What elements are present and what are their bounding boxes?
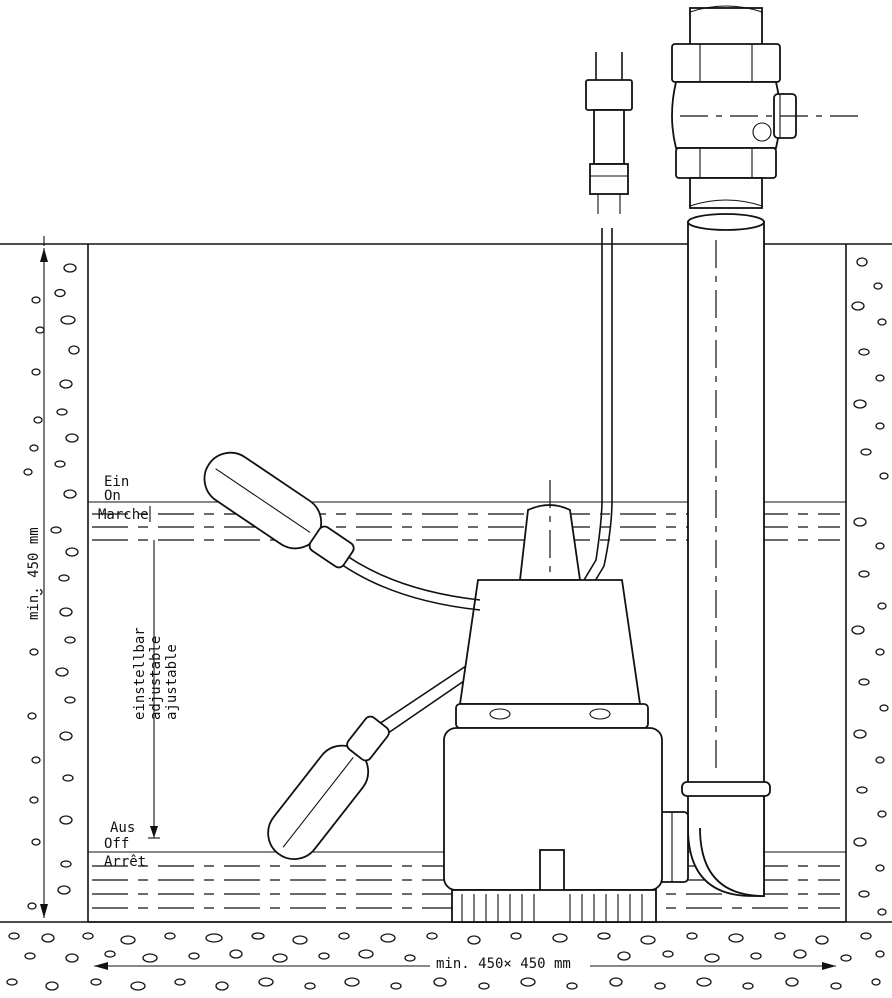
label-on-de: Ein [104, 474, 129, 490]
discharge-pipe [657, 213, 771, 897]
label-off-de: Aus [110, 820, 135, 836]
label-off-fr: Arrêt [104, 854, 146, 870]
label-on-fr: Marche [98, 507, 149, 523]
float-switch-upper [203, 451, 481, 611]
label-on-en: On [104, 488, 121, 504]
depth-dimension [40, 236, 48, 918]
adjustment-range-marker [148, 540, 160, 839]
gravel-texture [6, 257, 889, 991]
check-valve [671, 5, 860, 209]
label-min-depth: min. 450 mm [26, 527, 42, 620]
label-adjustable-en: adjustable [148, 636, 164, 720]
label-off-en: Off [104, 836, 129, 852]
mains-plug [585, 52, 633, 214]
label-min-area: min. 450× 450 mm [436, 956, 571, 972]
pump-body [443, 480, 663, 923]
float-switch-lower [267, 715, 390, 860]
label-adjustable-fr: ajustable [164, 644, 180, 720]
label-adjustable-de: einstellbar [132, 627, 148, 720]
